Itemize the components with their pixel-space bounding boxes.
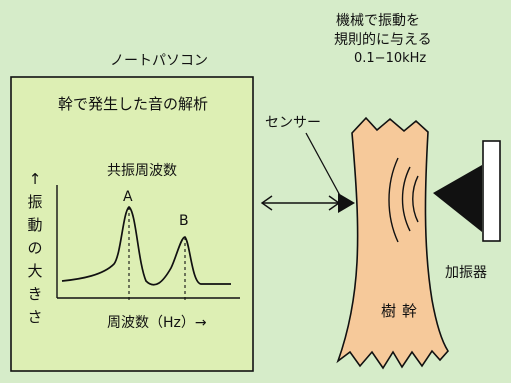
resonance-frequency-label: 共振周波数 [107, 163, 177, 179]
panel-title: 幹で発生した音の解析 [58, 95, 209, 113]
y-axis-char: 動 [27, 216, 43, 234]
tree-trunk [336, 116, 449, 370]
sensor-label: センサー [265, 115, 321, 131]
shaker-note-line-1: 機械で振動を [336, 13, 420, 29]
link-arrow-left-head [260, 195, 273, 211]
wave-arc-outer [388, 157, 399, 243]
y-axis-char: 振 [27, 193, 43, 211]
shaker-label: 加振器 [445, 265, 487, 281]
peak-a-label: A [123, 189, 133, 205]
wave-arc-middle [401, 166, 411, 232]
y-axis-label: ↑ 振 動 の 大 き さ [26, 168, 44, 329]
y-axis-char: 大 [27, 262, 43, 280]
trunk-label: 樹幹 [381, 302, 424, 320]
y-axis-char: さ [27, 308, 43, 326]
peak-b-label: B [179, 213, 189, 229]
analysis-panel [10, 76, 254, 372]
y-axis-char: き [27, 285, 43, 303]
sensor [338, 193, 355, 213]
laptop-label: ノートパソコン [110, 53, 208, 69]
shaker-note-frequency-range: 0.1−10kHz [354, 51, 427, 66]
shaker-note-line-2: 規則的に与える [334, 32, 432, 48]
sensor-pointer [305, 132, 344, 202]
shaker-cone [433, 165, 482, 232]
y-axis-char: の [27, 239, 43, 257]
x-axis-label: 周波数（Hz）→ [107, 315, 207, 331]
wave-arc-inner [412, 175, 419, 223]
shaker-plate [482, 140, 501, 242]
y-axis-arrow: ↑ [28, 170, 42, 188]
